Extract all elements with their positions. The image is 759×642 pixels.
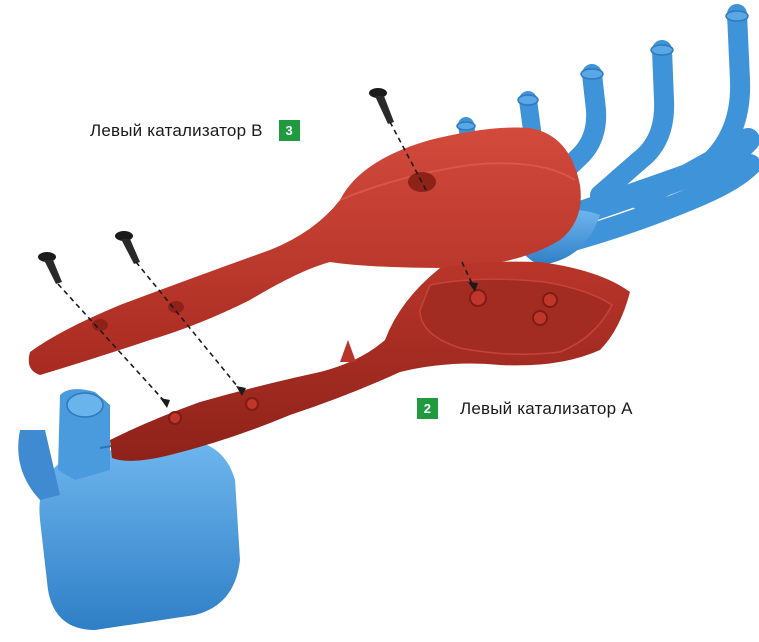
- step-number-badge: 3: [279, 120, 300, 141]
- callout-left-catalyst-a: 2 Левый катализатор A: [417, 398, 633, 419]
- callout-left-catalyst-b: Левый катализатор B 3: [90, 120, 300, 141]
- callout-text: Левый катализатор B: [90, 121, 263, 141]
- step-number-badge: 2: [417, 398, 438, 419]
- screw: [115, 231, 140, 264]
- screw: [38, 252, 62, 284]
- screw: [369, 88, 394, 124]
- callout-text: Левый катализатор A: [460, 399, 633, 419]
